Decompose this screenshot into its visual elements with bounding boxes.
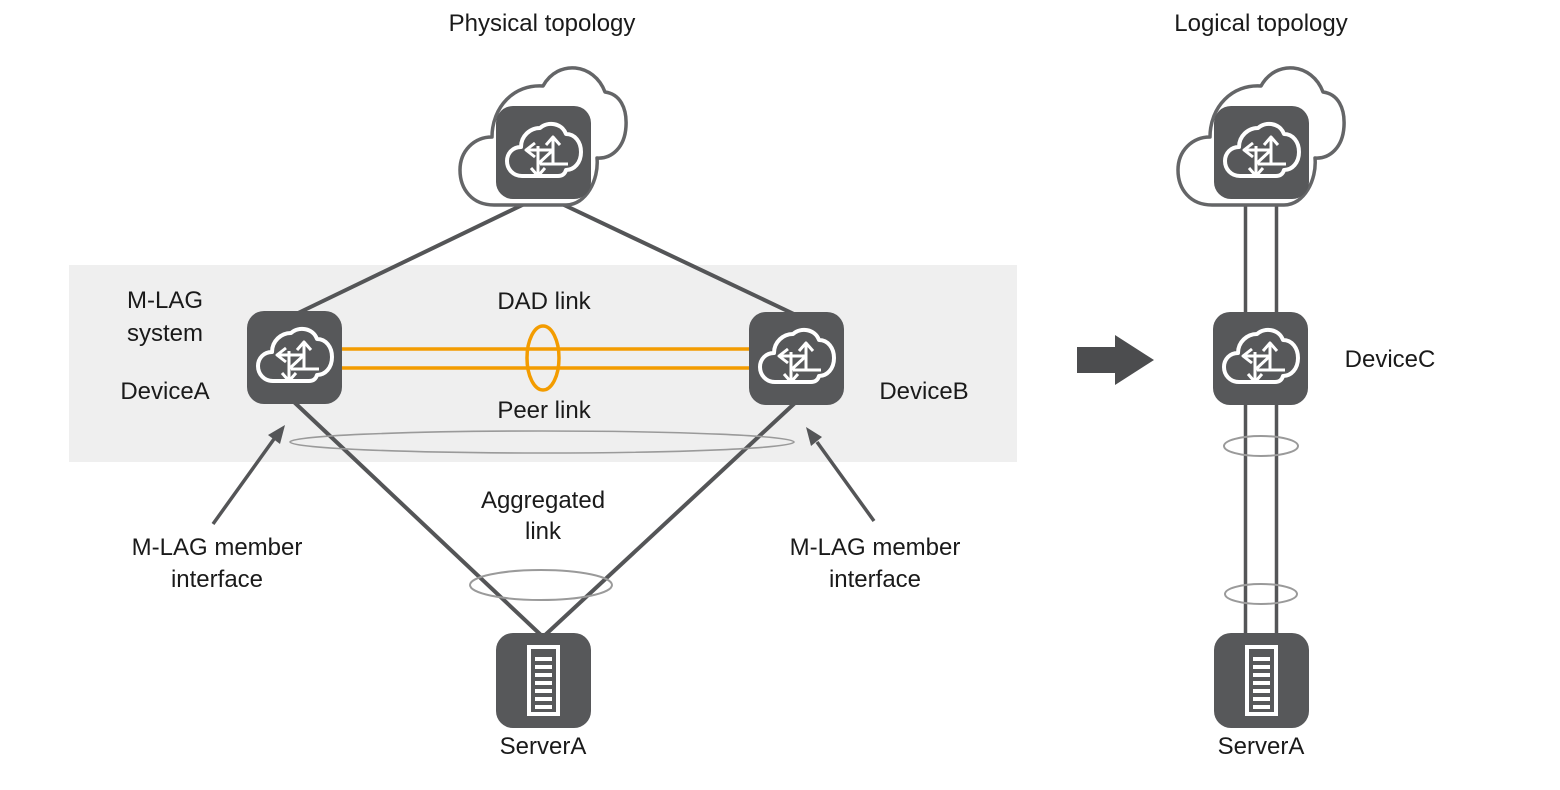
aggregated-link-line-b: [541, 400, 798, 639]
device-c-label: DeviceC: [1344, 346, 1436, 373]
uplink-line-device-b: [542, 193, 797, 317]
logical-topology-title: Logical topology: [1174, 10, 1348, 37]
cloud-switch-icon-device-c: [1211, 310, 1310, 407]
member-interface-arrow-right: [806, 427, 876, 523]
mlag-system-band: [69, 265, 1017, 462]
aggregated-link-label-line2: link: [524, 518, 562, 545]
member-interface-label-right-line2: interface: [828, 566, 922, 593]
member-interface-label-right: M-LAG member interface: [790, 532, 961, 596]
peer-link-label: Peer link: [497, 397, 591, 424]
aggregated-link-label: Aggregated link: [481, 485, 605, 547]
mlag-system-label-line2: system: [126, 320, 204, 347]
device-b-label: DeviceB: [879, 378, 969, 405]
server-a-label-physical: ServerA: [499, 733, 587, 760]
cloud-switch-icon-core-left: [494, 104, 593, 201]
mlag-system-label: M-LAG system: [127, 284, 203, 350]
logical-link-ellipse-lower: [1224, 583, 1298, 605]
member-interface-label-left-line1: M-LAG member: [131, 534, 303, 561]
aggregated-link-label-line1: Aggregated: [480, 487, 606, 514]
aggregated-link-ellipse: [469, 569, 613, 601]
peer-link-group-ellipse: [289, 430, 795, 454]
cloud-switch-icon-device-b: [747, 310, 846, 407]
device-a-label: DeviceA: [120, 378, 210, 405]
server-a-label-logical: ServerA: [1217, 733, 1305, 760]
member-interface-label-left: M-LAG member interface: [132, 532, 303, 596]
right-arrow-icon: [1077, 335, 1154, 385]
server-icon-logical: [1212, 631, 1311, 730]
dad-link-label: DAD link: [497, 288, 591, 315]
mlag-system-label-line1: M-LAG: [126, 287, 204, 314]
member-interface-label-right-line1: M-LAG member: [789, 534, 961, 561]
cloud-switch-icon-device-a: [245, 309, 344, 406]
member-interface-label-left-line2: interface: [170, 566, 264, 593]
cloud-switch-icon-core-right: [1212, 104, 1311, 201]
physical-topology-title: Physical topology: [448, 10, 636, 37]
link-bundle-ellipse: [525, 324, 561, 392]
uplink-line-device-a: [293, 193, 544, 317]
server-icon-physical: [494, 631, 593, 730]
member-interface-arrow-left: [211, 425, 285, 526]
logical-link-ellipse-upper: [1223, 435, 1299, 457]
